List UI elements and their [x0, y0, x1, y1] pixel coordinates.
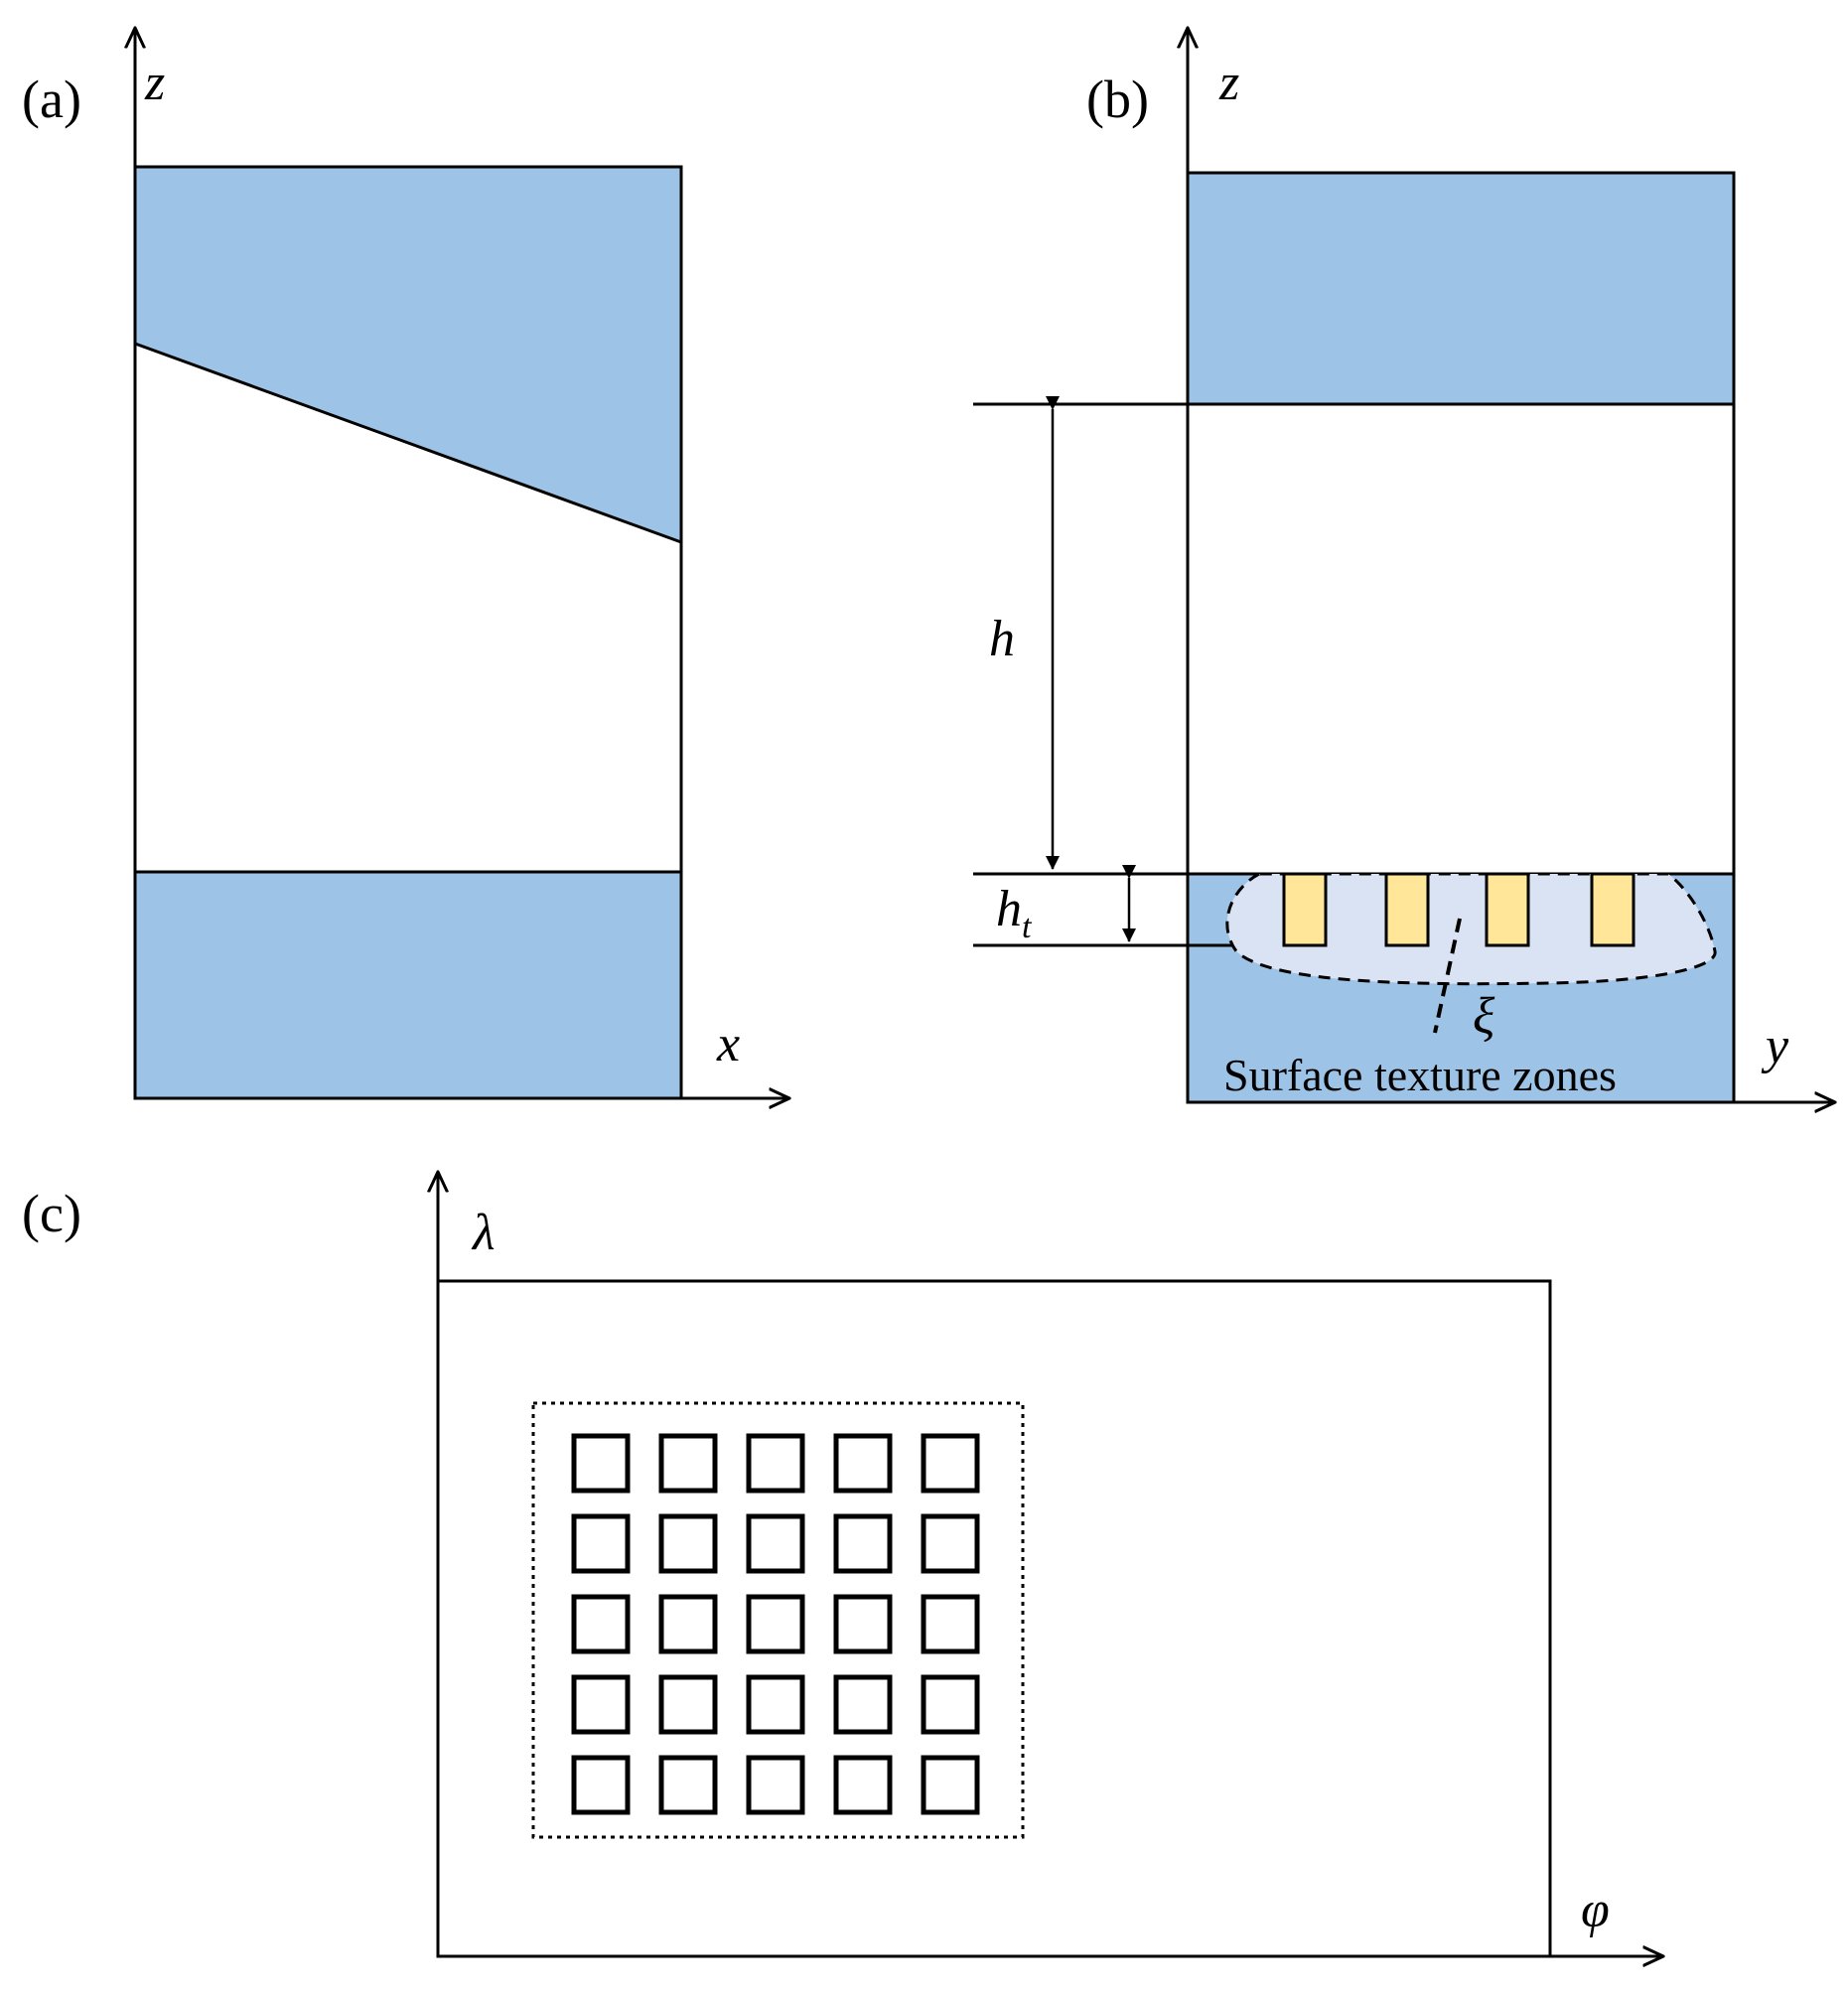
texture-dimple: [571, 1674, 631, 1735]
texture-cell: [1590, 872, 1635, 947]
panel-a-label: (a): [22, 70, 81, 129]
panel-a: (a) z x: [22, 28, 789, 1098]
panel-c: (c) λ φ: [22, 1172, 1663, 1956]
panel-b-upper-surface: [1188, 173, 1734, 404]
texture-dimple: [921, 1433, 980, 1494]
panel-c-lambda-label: λ: [471, 1205, 496, 1261]
panel-b: (b) z y h ht ξ Surface texture zones: [973, 28, 1835, 1102]
texture-dimple: [921, 1755, 980, 1815]
panel-c-label: (c): [22, 1184, 81, 1243]
texture-dimple: [833, 1433, 893, 1494]
texture-dimple: [833, 1755, 893, 1815]
texture-cell: [1485, 872, 1530, 947]
texture-dimple: [571, 1433, 631, 1494]
texture-cells: [1282, 872, 1635, 947]
texture-dimple: [658, 1594, 718, 1654]
texture-dimple: [746, 1433, 805, 1494]
texture-dimple: [921, 1594, 980, 1654]
panel-a-lower-surface: [135, 872, 681, 1098]
panel-a-wedge-line: [134, 342, 682, 544]
panel-b-z-label: z: [1218, 55, 1239, 111]
texture-dimple: [833, 1674, 893, 1735]
xi-leader: [1433, 918, 1462, 1034]
texture-cell: [1282, 872, 1328, 947]
ht-label: ht: [996, 881, 1033, 945]
texture-dimple: [571, 1755, 631, 1815]
panel-a-z-label: z: [144, 55, 165, 111]
texture-dimple: [833, 1594, 893, 1654]
textured-region: [531, 1401, 1025, 1839]
texture-dimple: [658, 1755, 718, 1815]
panel-b-label: (b): [1086, 70, 1149, 129]
surface-texture-zones-label: Surface texture zones: [1223, 1050, 1617, 1100]
xi-label: ξ: [1473, 988, 1495, 1045]
panel-c-phi-label: φ: [1581, 1882, 1610, 1938]
texture-grid: [571, 1433, 980, 1815]
panel-c-frame: [436, 1279, 1552, 1958]
texture-dimple: [833, 1513, 893, 1574]
texture-dimple: [921, 1674, 980, 1735]
texture-dimple: [746, 1513, 805, 1574]
texture-dimple: [658, 1433, 718, 1494]
texture-cell: [1384, 872, 1430, 947]
h-label: h: [989, 611, 1015, 667]
texture-dimple: [921, 1513, 980, 1574]
panel-a-x-label: x: [716, 1016, 740, 1072]
texture-dimple: [571, 1594, 631, 1654]
panel-b-y-label: y: [1761, 1018, 1789, 1074]
texture-dimple: [658, 1513, 718, 1574]
ht-label-base: h: [996, 881, 1022, 937]
texture-dimple: [658, 1674, 718, 1735]
panel-a-upper-surface: [135, 167, 681, 542]
ht-label-sub: t: [1022, 909, 1033, 945]
texture-dimple: [571, 1513, 631, 1574]
texture-dimple: [746, 1594, 805, 1654]
texture-dimple: [746, 1755, 805, 1815]
texture-dimple: [746, 1674, 805, 1735]
